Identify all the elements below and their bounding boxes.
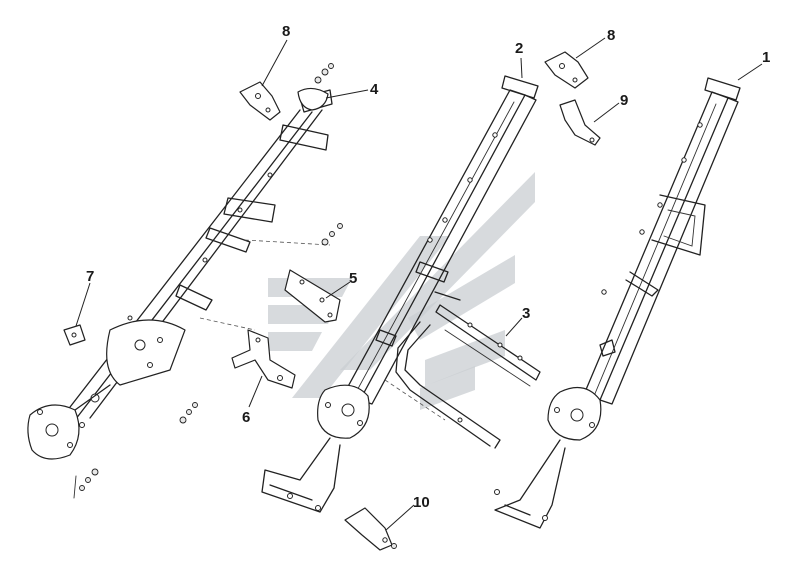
callout-8-left: 8 (282, 23, 290, 40)
callout-3: 3 (522, 305, 530, 322)
bracket-part-6 (179, 329, 296, 424)
callout-6: 6 (242, 409, 250, 426)
mount-part-4 (314, 63, 334, 84)
bracket-part-8-right (544, 51, 589, 89)
frame-part-2 (261, 75, 539, 513)
callout-7: 7 (86, 268, 94, 285)
frame-left-assembly (27, 87, 333, 460)
bracket-part-8-left (239, 81, 281, 121)
watermark-logo (268, 172, 535, 410)
bracket-part-10 (344, 507, 397, 551)
bolts-left-bottom (73, 468, 99, 499)
callout-4: 4 (370, 81, 379, 98)
callout-5: 5 (349, 270, 357, 287)
callout-10: 10 (413, 494, 430, 511)
frame-part-1 (494, 77, 741, 529)
callout-9: 9 (620, 92, 628, 109)
mount-part-7 (63, 324, 86, 346)
bracket-part-9 (559, 99, 601, 146)
bracket-part-3 (384, 304, 541, 449)
callout-1: 1 (762, 49, 770, 66)
callout-8-right: 8 (607, 27, 615, 44)
bracket-part-5 (284, 223, 343, 323)
leader-lines (75, 37, 763, 531)
callout-2: 2 (515, 40, 523, 57)
